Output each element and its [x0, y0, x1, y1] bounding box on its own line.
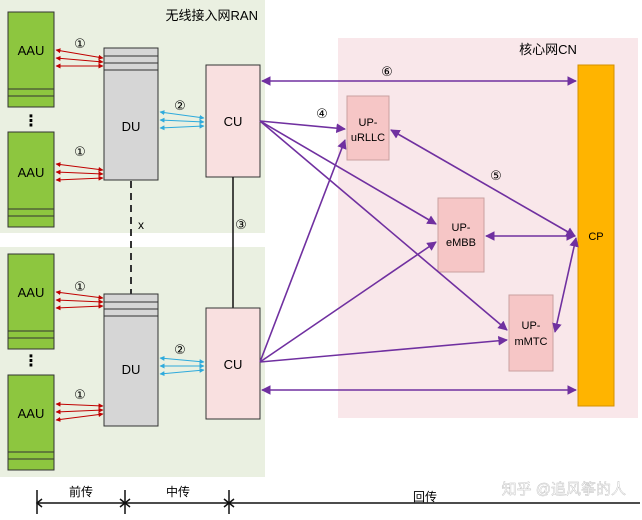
aau-ellipsis: ⋮ [23, 113, 39, 130]
up-mmtc-box: UP- mMTC [508, 294, 554, 372]
up-embb-label-line2: eMBB [446, 237, 476, 249]
up-urllc-label-line2: uRLLC [351, 132, 385, 144]
watermark: 知乎 @追风筝的人 [502, 480, 626, 498]
transport-segment-axis [35, 490, 640, 514]
interface-1-label: ① [74, 144, 86, 159]
up-embb-label-line1: UP- [452, 222, 471, 234]
up-mmtc-label-line1: UP- [522, 320, 541, 332]
ran-title: 无线接入网RAN [166, 8, 258, 23]
cn-title: 核心网CN [519, 42, 577, 57]
up-urllc-box: UP- uRLLC [346, 95, 390, 161]
du-label: DU [122, 119, 141, 134]
cp-box: CP [577, 64, 615, 407]
interface-6-label: ⑥ [381, 64, 393, 79]
up-mmtc-label-line2: mMTC [515, 336, 548, 348]
aau-label: AAU [18, 43, 45, 58]
interface-1-label: ① [74, 279, 86, 294]
aau-label: AAU [18, 406, 45, 421]
interface-x-label: x [138, 218, 144, 232]
du-box: DU [103, 47, 159, 181]
interface-1-label: ① [74, 36, 86, 51]
midhaul-label: 中传 [166, 484, 190, 499]
aau-box: AAU [7, 253, 55, 350]
aau-box: AAU [7, 11, 55, 108]
cp-label: CP [588, 231, 603, 243]
midhaul-links-top [159, 110, 205, 131]
cu-label: CU [224, 114, 243, 129]
midhaul-links-bottom [159, 355, 205, 377]
aau-label: AAU [18, 165, 45, 180]
interface-3-label: ③ [235, 217, 247, 232]
du-box: DU [103, 293, 159, 427]
interface-2-label: ② [174, 98, 186, 113]
up-embb-box: UP- eMBB [437, 197, 485, 273]
fronthaul-links-bottom [55, 290, 104, 422]
up-urllc-label-line1: UP- [359, 117, 378, 129]
cu-label: CU [224, 357, 243, 372]
backhaul-label: 回传 [413, 489, 437, 504]
aau-label: AAU [18, 285, 45, 300]
interface-4-label: ④ [316, 106, 328, 121]
du-label: DU [122, 362, 141, 377]
interface-1-label: ① [74, 387, 86, 402]
interface-5-label: ⑤ [490, 168, 502, 183]
aau-box: AAU [7, 374, 55, 471]
interface-2-label: ② [174, 342, 186, 357]
cu-box: CU [205, 307, 261, 420]
backhaul-links [259, 76, 579, 395]
fronthaul-links-top [55, 48, 104, 183]
aau-box: AAU [7, 131, 55, 228]
cu-box: CU [205, 64, 261, 178]
fronthaul-label: 前传 [69, 484, 93, 499]
aau-ellipsis: ⋮ [23, 353, 39, 370]
